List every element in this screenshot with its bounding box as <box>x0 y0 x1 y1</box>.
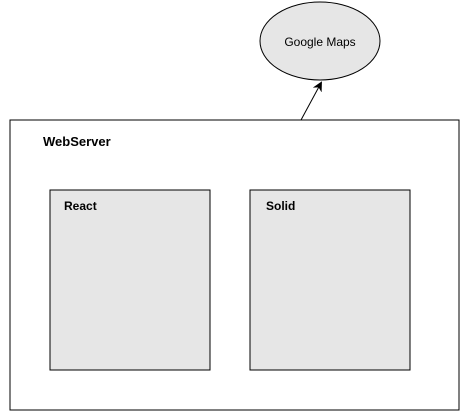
google-maps-ellipse <box>259 1 381 81</box>
solid-box <box>249 189 411 371</box>
google-maps-node[interactable]: Google Maps <box>259 1 381 81</box>
solid-node[interactable]: Solid <box>249 189 411 371</box>
google-maps-label: Google Maps <box>284 35 355 49</box>
webserver-label: WebServer <box>43 134 111 149</box>
react-box <box>49 189 211 371</box>
react-node[interactable]: React <box>49 189 211 371</box>
edge-webserver-to-google-maps <box>300 81 322 121</box>
solid-label: Solid <box>266 199 295 213</box>
react-label: React <box>64 199 97 213</box>
